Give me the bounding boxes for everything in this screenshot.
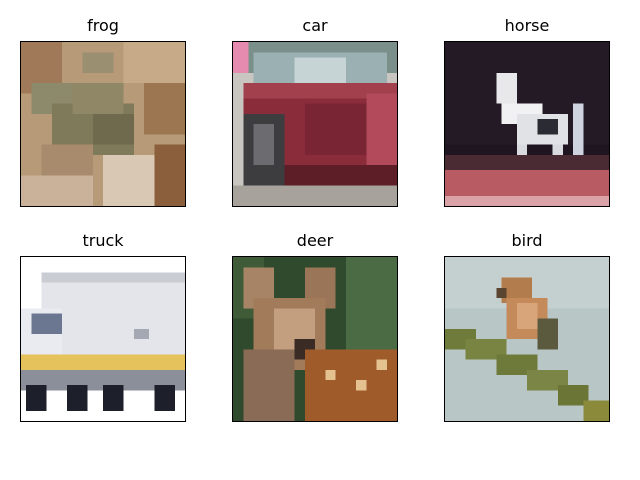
panel-car: car [232, 16, 398, 207]
bird-image [444, 256, 610, 422]
panel-bird: bird [444, 231, 610, 422]
panel-title: frog [87, 16, 119, 35]
panel-title: horse [504, 16, 550, 35]
panel-title: bird [511, 231, 543, 250]
panel-title: car [302, 16, 328, 35]
car-image [232, 41, 398, 207]
horse-image [444, 41, 610, 207]
frog-image [20, 41, 186, 207]
panel-frog: frog [20, 16, 186, 207]
panel-deer: deer [232, 231, 398, 422]
panel-title: deer [296, 231, 334, 250]
panel-title: truck [82, 231, 124, 250]
deer-image [232, 256, 398, 422]
panel-truck: truck [20, 231, 186, 422]
panel-horse: horse [444, 16, 610, 207]
truck-image [20, 256, 186, 422]
